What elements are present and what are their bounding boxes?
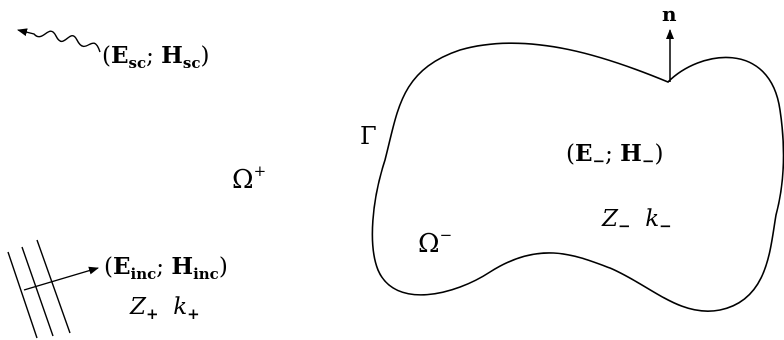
interior-E: E (574, 140, 593, 167)
interior-k-sub: − (659, 217, 672, 235)
exterior-Z-sub: + (145, 305, 159, 323)
incident-E: E (112, 253, 131, 280)
scattered-H: H (161, 42, 183, 69)
scattered-H-sub: sc (182, 54, 201, 72)
interior-H-sub: − (641, 152, 655, 170)
exterior-omega-sup: + (253, 162, 267, 180)
exterior-omega: Ω (232, 165, 254, 195)
incident-H: H (171, 253, 194, 280)
interior-params-label: Z− k− (602, 208, 672, 234)
incident-E-sub: inc (130, 265, 157, 283)
scattered-E-sub: sc (128, 54, 147, 72)
boundary-curve (371, 42, 784, 312)
interior-omega-sup: − (439, 226, 453, 244)
normal-label: n (662, 2, 677, 26)
interior-k: k (645, 206, 660, 232)
exterior-k: k (173, 294, 188, 320)
interior-Z: Z (602, 206, 618, 232)
scattered-wave-icon (17, 28, 101, 53)
incident-H-sub: inc (193, 265, 219, 283)
exterior-params-label: Z+ k+ (130, 296, 200, 322)
interior-E-sub: − (592, 152, 606, 170)
scattered-E: E (110, 42, 129, 69)
incident-field-label: (Einc; Hinc) (104, 253, 228, 283)
interior-domain-label: Ω− (418, 226, 453, 259)
interior-Z-sub: − (617, 217, 631, 235)
scattered-field-label: (Esc; Hsc) (102, 42, 210, 72)
interior-field-label: (E−; H−) (566, 140, 664, 170)
boundary-label: Γ (360, 122, 377, 150)
incident-direction-arrow (23, 266, 99, 291)
exterior-Z: Z (130, 294, 146, 320)
interior-omega: Ω (418, 229, 440, 259)
interior-H: H (620, 140, 642, 167)
incident-wavefronts-icon (7, 239, 71, 339)
exterior-k-sub: + (187, 305, 200, 323)
exterior-domain-label: Ω+ (232, 162, 267, 195)
